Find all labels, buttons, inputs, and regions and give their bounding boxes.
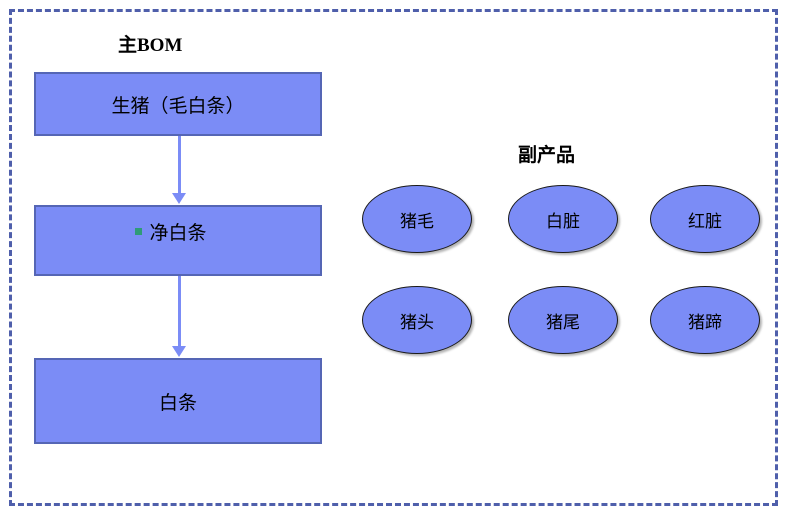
byproduct-node-zhumao-label: 猪毛 — [400, 211, 434, 231]
arrow-head-icon — [172, 193, 186, 204]
process-box-raw-pig-label: 生猪（毛白条） — [111, 95, 245, 117]
byproduct-node-zhutou-label: 猪头 — [400, 312, 434, 332]
process-box-strip-label: 白条 — [158, 392, 197, 414]
byproduct-node-hongzang[interactable]: 红脏 — [650, 185, 760, 253]
arrow-head-icon — [172, 346, 186, 357]
main-bom-title: 主BOM — [118, 35, 183, 56]
byproduct-node-zhuwei-label: 猪尾 — [546, 312, 580, 332]
byproduct-node-baizang-label: 白脏 — [546, 211, 580, 231]
byproduct-node-zhuwei[interactable]: 猪尾 — [508, 286, 618, 354]
process-box-net-strip[interactable]: 净白条 — [34, 205, 322, 276]
diagram-outer-frame — [9, 9, 778, 506]
byproduct-node-baizang[interactable]: 白脏 — [508, 185, 618, 253]
byproduct-node-zhuti-label: 猪蹄 — [688, 312, 722, 332]
byproduct-node-zhuti[interactable]: 猪蹄 — [650, 286, 760, 354]
bullet-square-icon — [135, 227, 143, 235]
connector-arrow-raw-pig-to-net-strip — [167, 136, 191, 205]
connector-shaft — [178, 136, 181, 194]
process-box-strip[interactable]: 白条 — [34, 358, 322, 444]
connector-arrow-net-strip-to-strip — [167, 276, 191, 358]
process-box-net-strip-label: 净白条 — [135, 218, 207, 245]
process-box-raw-pig[interactable]: 生猪（毛白条） — [34, 72, 322, 136]
byproduct-node-zhumao[interactable]: 猪毛 — [362, 185, 472, 253]
byproduct-node-hongzang-label: 红脏 — [688, 211, 722, 231]
byproducts-title: 副产品 — [518, 145, 576, 166]
connector-shaft — [178, 276, 181, 347]
byproduct-node-zhutou[interactable]: 猪头 — [362, 286, 472, 354]
